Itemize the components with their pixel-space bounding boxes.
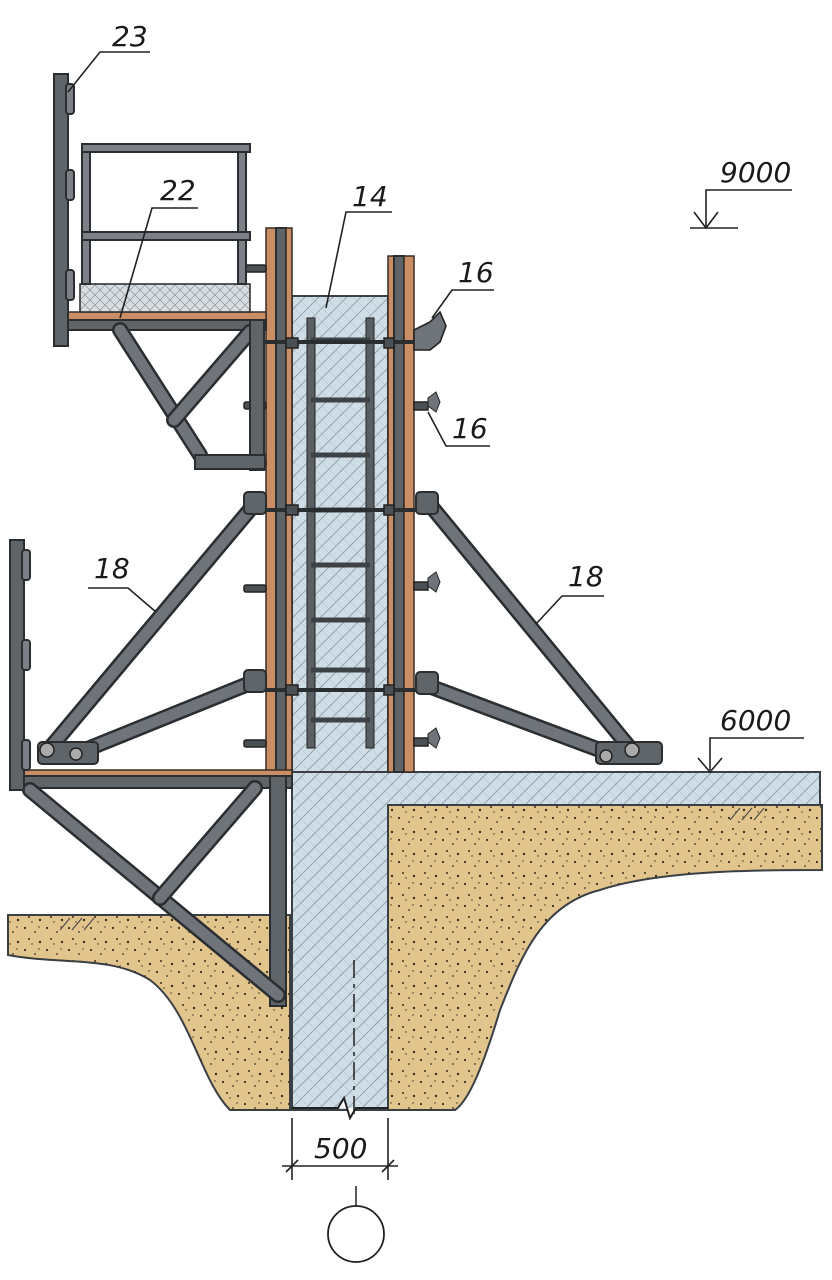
wing-nut-top: [413, 310, 447, 351]
wing-nuts: [383, 310, 447, 749]
lower-platform: [9, 539, 293, 1007]
ground-hatch-right: [729, 807, 765, 821]
upper-platform: [53, 73, 267, 471]
break-line: [292, 1095, 388, 1121]
soil-left: [7, 914, 291, 1111]
elevation-mark-top: 9000: [690, 156, 792, 230]
wing-nut-2: [413, 391, 441, 413]
prop-right: [415, 491, 663, 765]
concrete-slab: [291, 771, 821, 1111]
callout-14: 14: [325, 180, 392, 309]
callout-16-mid: 16: [427, 411, 490, 447]
callout-23-label: 23: [112, 20, 148, 53]
upper-deck-board: [59, 311, 267, 321]
ground-hatch-left: [59, 917, 95, 931]
wing-nut-4: [413, 727, 441, 749]
elevation-mark-ground: 6000: [697, 704, 804, 774]
callout-16-mid-label: 16: [452, 412, 488, 445]
soil-right: [387, 804, 823, 1111]
callout-18-right: 18: [535, 560, 604, 625]
callout-22: 22: [119, 174, 198, 319]
callout-18-left: 18: [88, 552, 157, 613]
callout-16-top: 16: [431, 256, 494, 319]
callout-14-label: 14: [352, 180, 388, 213]
callout-23: 23: [67, 20, 150, 93]
dimension-500: 500: [282, 1118, 398, 1180]
elevation-top-label: 9000: [720, 156, 791, 189]
prop-left: [37, 491, 267, 765]
elevation-ground-label: 6000: [720, 704, 791, 737]
callout-16-top-label: 16: [458, 256, 494, 289]
callout-18-left-label: 18: [94, 552, 130, 585]
dimension-500-label: 500: [314, 1132, 367, 1165]
upper-deck-grating: [79, 283, 251, 313]
axis-bubble: [327, 1186, 385, 1263]
callout-18-right-label: 18: [568, 560, 604, 593]
wing-nut-3: [413, 571, 441, 593]
callout-22-label: 22: [160, 174, 196, 207]
